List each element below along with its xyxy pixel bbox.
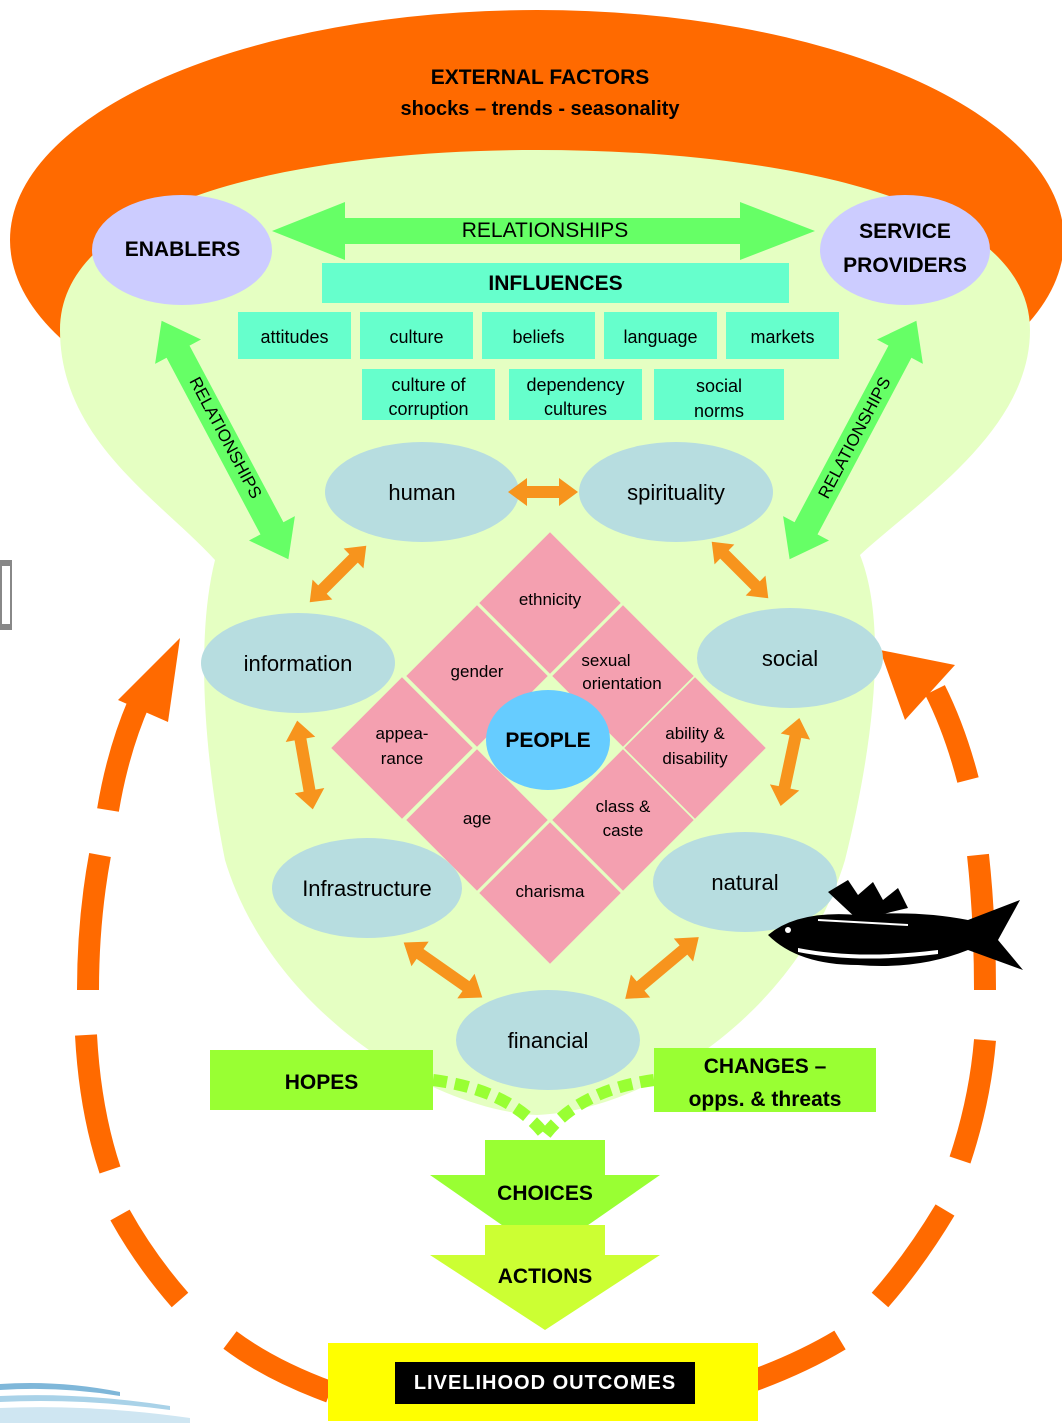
capital-infrastructure: Infrastructure — [302, 876, 432, 901]
influence-box-beliefs — [482, 312, 595, 359]
connector-social-natural — [769, 717, 811, 807]
people-sexual-orientation-1: sexual — [581, 651, 631, 670]
changes-label-1: CHANGES – — [703, 1055, 827, 1078]
influence-markets: markets — [750, 327, 815, 347]
service-providers-oval — [820, 195, 990, 305]
influence-dependency-2: cultures — [543, 399, 608, 419]
people-appearance-2: rance — [380, 749, 424, 768]
influences-header: INFLUENCES — [488, 272, 623, 295]
service-providers-label-2: PROVIDERS — [843, 254, 967, 277]
people-ability-1: ability & — [665, 724, 725, 743]
external-factors-title: EXTERNAL FACTORS — [430, 66, 650, 89]
people-diamonds — [331, 532, 766, 964]
actions-label: ACTIONS — [497, 1265, 593, 1288]
relationships-arrow-right — [783, 320, 923, 560]
enablers-label: ENABLERS — [124, 238, 241, 261]
diamond-age — [406, 749, 548, 891]
capital-social: social — [761, 646, 819, 671]
people-class-1: class & — [595, 797, 651, 816]
service-providers-label-1: SERVICE — [859, 220, 951, 243]
influence-culture: culture — [389, 327, 444, 347]
influence-language: language — [623, 327, 698, 347]
capital-oval-financial — [456, 990, 640, 1090]
influence-beliefs: beliefs — [512, 327, 565, 347]
relationships-label-top: RELATIONSHIPS — [461, 219, 629, 242]
influences-header-box — [322, 263, 789, 303]
connector-spirituality-social — [711, 541, 769, 599]
people-gender: gender — [450, 662, 504, 681]
hopes-label: HOPES — [284, 1071, 359, 1094]
wave-decoration — [0, 1383, 190, 1423]
people-age: age — [462, 809, 492, 828]
influence-corruption-1: culture of — [391, 375, 466, 395]
diamond-ethnicity — [479, 532, 621, 674]
influence-dependency-1: dependency — [526, 375, 625, 395]
capital-information: information — [243, 651, 353, 676]
influence-corruption-2: corruption — [388, 399, 469, 419]
external-factors-subtitle: shocks – trends - seasonality — [400, 98, 680, 120]
livelihood-outcomes-label: LIVELIHOOD OUTCOMES — [413, 1372, 677, 1394]
influence-social-norms-1: social — [695, 376, 743, 396]
influence-social-norms-2: norms — [693, 401, 744, 421]
people-charisma: charisma — [515, 882, 585, 901]
outcomes-inner — [395, 1362, 695, 1404]
people-center-label: PEOPLE — [505, 729, 591, 752]
choices-label: CHOICES — [497, 1182, 593, 1205]
capital-oval-human — [325, 442, 519, 542]
capital-financial: financial — [507, 1028, 589, 1053]
influence-box-attitudes — [238, 312, 351, 359]
people-ability-2: disability — [662, 749, 728, 768]
diamond-charisma — [479, 822, 621, 964]
capital-oval-social — [697, 608, 883, 708]
loop-arrowhead-right — [880, 650, 955, 720]
capital-oval-natural — [653, 832, 837, 932]
connector-information-infrastructure — [285, 720, 325, 810]
relationships-arrow-top — [272, 202, 815, 260]
diamond-ability — [624, 677, 766, 819]
relationships-arrow-left — [155, 320, 295, 560]
loop-arrowhead-left — [118, 638, 180, 722]
connector-human-information — [309, 545, 367, 603]
diamond-class — [552, 749, 694, 891]
influence-box-markets — [726, 312, 839, 359]
actions-arrow — [430, 1225, 660, 1330]
connector-infrastructure-financial — [403, 941, 483, 999]
influence-box-social-norms — [654, 369, 784, 420]
diamond-appearance — [331, 677, 473, 819]
dashed-connectors — [432, 1074, 655, 1139]
capital-spirituality: spirituality — [627, 480, 725, 505]
capital-human: human — [388, 480, 456, 505]
people-appearance-1: appea- — [375, 724, 429, 743]
capital-natural: natural — [711, 870, 779, 895]
influence-box-culture — [360, 312, 473, 359]
changes-box — [654, 1048, 876, 1112]
people-class-2: caste — [602, 821, 644, 840]
enablers-oval — [92, 195, 272, 305]
fish-icon — [768, 880, 1023, 970]
people-ethnicity: ethnicity — [518, 590, 582, 609]
capital-oval-spirituality — [579, 442, 773, 542]
influence-box-corruption — [362, 369, 495, 420]
partial-logo — [0, 560, 12, 630]
connector-human-spirituality — [508, 478, 578, 506]
capital-oval-infrastructure — [272, 838, 462, 938]
people-center-oval — [486, 690, 610, 790]
choices-arrow — [430, 1140, 660, 1255]
changes-label-2: opps. & threats — [688, 1088, 842, 1111]
connector-natural-financial — [625, 937, 699, 999]
capital-connectors — [285, 478, 811, 999]
people-sexual-orientation-2: orientation — [582, 674, 662, 693]
influence-box-language — [604, 312, 717, 359]
hopes-box — [210, 1050, 433, 1110]
influence-box-dependency — [509, 369, 642, 420]
influence-attitudes: attitudes — [260, 327, 329, 347]
capital-oval-information — [201, 613, 395, 713]
